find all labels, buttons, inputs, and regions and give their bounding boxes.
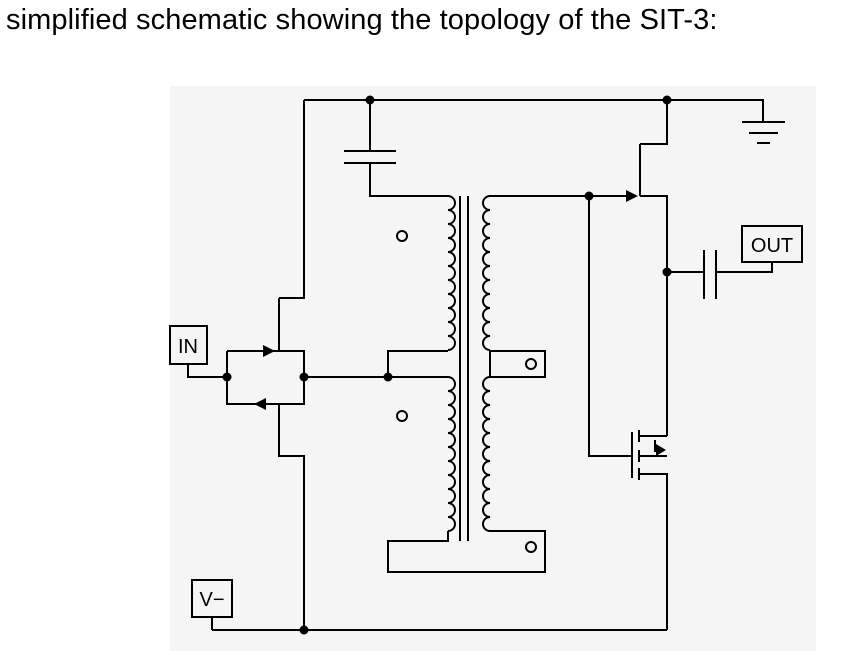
mosfet-icon xyxy=(631,430,668,480)
output-capacitor-icon xyxy=(703,250,717,299)
in-terminal-label: IN xyxy=(178,336,198,358)
secondary-winding-bottom-icon xyxy=(482,376,491,532)
vminus-terminal-box xyxy=(191,579,233,618)
vminus-terminal-label: V− xyxy=(199,589,224,611)
out-terminal-label: OUT xyxy=(751,235,793,257)
in-connector-wire xyxy=(187,364,227,378)
out-terminal-box xyxy=(741,225,803,263)
lower-input-arrow-icon xyxy=(254,398,266,410)
top-rail-wire xyxy=(304,99,764,122)
transformer-core-icon xyxy=(459,196,469,541)
junction-dot-icon xyxy=(222,95,672,635)
secondary-winding-top-icon xyxy=(482,195,491,351)
primary-centertap-wire xyxy=(387,350,448,378)
schematic-background xyxy=(170,86,816,651)
out-connector-wire xyxy=(716,262,773,273)
drive-tap-wire xyxy=(588,196,632,457)
secondary-top-end-wire xyxy=(489,350,546,378)
primary-winding-bottom-icon xyxy=(447,376,456,532)
ground-icon xyxy=(742,121,785,144)
upper-transistor-arrow-icon xyxy=(626,190,638,202)
lower-input-transistor-icon xyxy=(278,404,305,630)
upper-input-arrow-icon xyxy=(263,345,275,357)
upper-input-transistor-icon xyxy=(278,100,305,351)
cap-to-primary-wire xyxy=(369,163,448,197)
polarity-dot-icon xyxy=(396,230,537,553)
diagram-caption: simplified schematic showing the topolog… xyxy=(6,4,718,36)
mosfet-arrow-icon xyxy=(656,444,666,456)
upper-output-transistor-icon xyxy=(639,100,668,251)
primary-winding-top-icon xyxy=(447,195,456,351)
primary-bottom-loop-wire xyxy=(387,530,546,573)
